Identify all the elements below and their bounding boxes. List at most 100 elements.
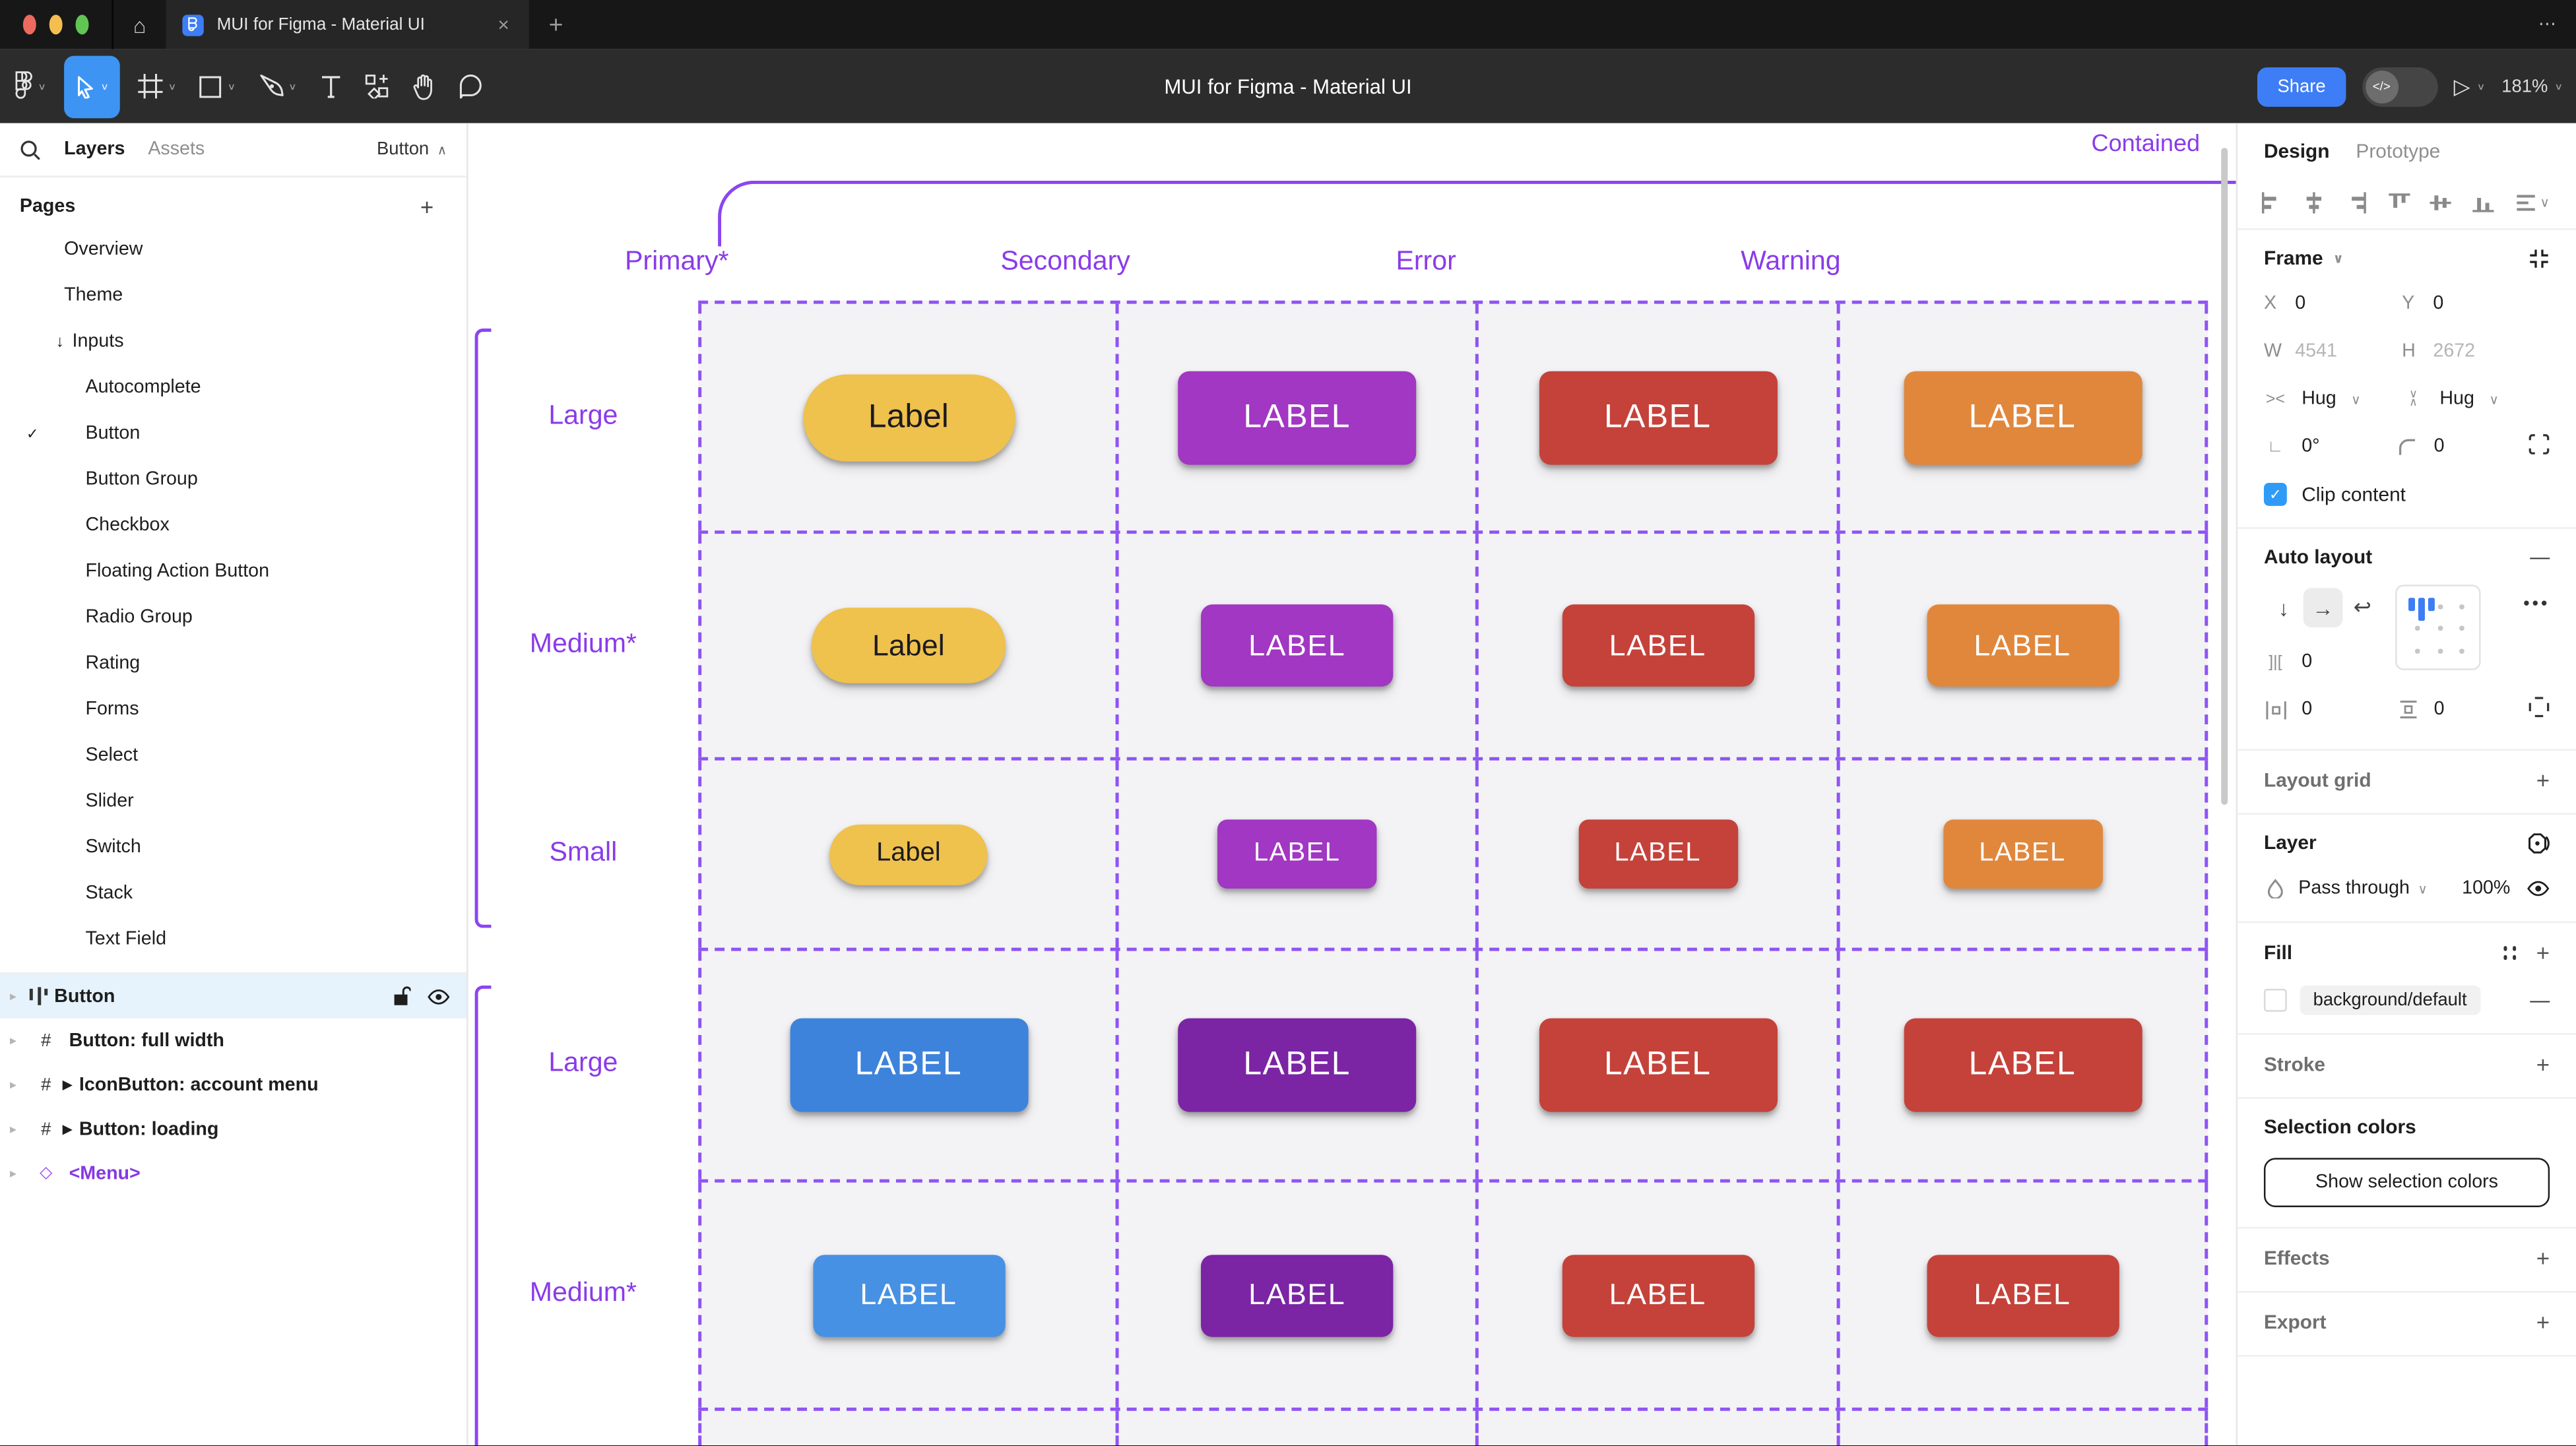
padding-vertical-input[interactable]: 0	[2434, 700, 2445, 720]
height-input[interactable]: 2672	[2433, 342, 2475, 362]
page-item[interactable]: Autocomplete	[0, 365, 467, 411]
layer-row[interactable]: ▸ ▶ Button: loading	[0, 1107, 467, 1151]
add-effect-button[interactable]: +	[2536, 1245, 2550, 1271]
close-window-button[interactable]	[23, 15, 36, 34]
distribute-menu[interactable]: ∨	[2515, 192, 2550, 213]
page-item[interactable]: ✓ Button	[0, 410, 467, 456]
fill-style-name[interactable]: background/default	[2300, 986, 2480, 1015]
canvas-button[interactable]: LABEL	[1201, 604, 1393, 686]
actions-tool-button[interactable]	[352, 55, 400, 117]
tab-prototype[interactable]: Prototype	[2356, 139, 2440, 162]
disclosure-icon[interactable]: ▸	[10, 1166, 30, 1181]
frame-section-title[interactable]: Frame	[2264, 246, 2323, 269]
new-tab-button[interactable]: +	[549, 11, 564, 38]
blend-mode-icon[interactable]	[2527, 832, 2550, 853]
corner-radius-input[interactable]: 0	[2434, 437, 2445, 456]
shrink-icon[interactable]	[2528, 247, 2550, 268]
page-item[interactable]: Forms	[0, 687, 467, 733]
canvas-button[interactable]: LABEL	[1562, 1254, 1754, 1336]
remove-auto-layout-button[interactable]: —	[2530, 546, 2550, 569]
canvas-button[interactable]: Label	[812, 608, 1006, 683]
tab-assets[interactable]: Assets	[148, 140, 205, 160]
rotation-input[interactable]: 0°	[2302, 437, 2319, 456]
hug-horizontal-select[interactable]: Hug	[2302, 389, 2336, 409]
canvas-button[interactable]: Label	[829, 824, 987, 885]
width-input[interactable]: 4541	[2295, 342, 2337, 362]
blend-mode-select[interactable]: Pass through	[2298, 879, 2410, 898]
canvas-button[interactable]: LABEL	[1178, 1019, 1416, 1112]
opacity-input[interactable]: 100%	[2462, 879, 2510, 898]
y-input[interactable]: 0	[2433, 294, 2443, 314]
page-item[interactable]: Stack	[0, 871, 467, 917]
zoom-window-button[interactable]	[76, 15, 89, 34]
layer-row[interactable]: ▸ ▶ IconButton: account menu	[0, 1063, 467, 1107]
canvas-button[interactable]: LABEL	[1539, 1019, 1777, 1112]
direction-vertical-button[interactable]: ↓	[2264, 588, 2303, 627]
layer-visibility-eye-icon[interactable]	[2527, 881, 2550, 897]
lock-open-icon[interactable]	[393, 986, 410, 1007]
canvas-button[interactable]: LABEL	[1926, 604, 2118, 686]
layer-row[interactable]: ▸ <Menu>	[0, 1151, 467, 1195]
home-tab[interactable]: ⌂	[112, 0, 166, 49]
fill-color-swatch[interactable]	[2264, 989, 2287, 1012]
canvas-button[interactable]: Label	[802, 373, 1014, 460]
add-stroke-button[interactable]: +	[2536, 1051, 2550, 1077]
direction-horizontal-button[interactable]: →	[2303, 588, 2343, 627]
independent-corners-icon[interactable]	[2528, 433, 2550, 455]
page-item[interactable]: Text Field	[0, 916, 467, 962]
page-item[interactable]: Theme	[0, 272, 467, 319]
padding-horizontal-input[interactable]: 0	[2302, 700, 2312, 720]
remove-fill-button[interactable]: —	[2530, 989, 2550, 1012]
search-icon[interactable]	[20, 139, 41, 160]
shape-tool-button[interactable]: ∨	[188, 55, 247, 117]
align-bottom-icon[interactable]	[2473, 192, 2494, 213]
canvas-button[interactable]: LABEL	[1903, 370, 2141, 464]
text-tool-button[interactable]	[308, 55, 352, 117]
window-overflow-icon[interactable]: ⋯	[2538, 13, 2560, 34]
page-item[interactable]: Switch	[0, 825, 467, 871]
disclosure-icon[interactable]: ▸	[10, 1077, 30, 1092]
disclosure-icon[interactable]: ▸	[10, 989, 30, 1003]
move-tool-button[interactable]: ∨	[64, 55, 120, 117]
add-export-button[interactable]: +	[2536, 1309, 2550, 1335]
individual-padding-icon[interactable]	[2528, 697, 2550, 718]
canvas-button[interactable]: LABEL	[1903, 1019, 2141, 1112]
pen-tool-button[interactable]: ∨	[247, 55, 308, 117]
canvas-button[interactable]: LABEL	[1943, 819, 2102, 889]
share-button[interactable]: Share	[2258, 67, 2346, 106]
canvas-button[interactable]: LABEL	[1217, 819, 1377, 889]
frame-title-label[interactable]: Contained	[2092, 131, 2236, 158]
close-tab-icon[interactable]: ×	[494, 13, 512, 36]
align-top-icon[interactable]	[2388, 192, 2409, 213]
canvas-scrollbar[interactable]	[2221, 148, 2228, 805]
zoom-menu[interactable]: 181% ∨	[2501, 77, 2563, 96]
page-item[interactable]: Select	[0, 732, 467, 778]
present-button[interactable]: ▷ ∨	[2454, 73, 2486, 100]
page-item[interactable]: Button Group	[0, 456, 467, 503]
canvas-button[interactable]: LABEL	[1539, 370, 1777, 464]
canvas-button[interactable]: LABEL	[1178, 370, 1416, 464]
styles-icon[interactable]	[2503, 946, 2517, 959]
x-input[interactable]: 0	[2295, 294, 2305, 314]
align-right-icon[interactable]	[2346, 192, 2367, 213]
clip-content-checkbox[interactable]: ✓	[2264, 483, 2287, 506]
canvas-button[interactable]: LABEL	[1926, 1254, 2118, 1336]
tab-design[interactable]: Design	[2264, 139, 2330, 162]
gap-input[interactable]: 0	[2302, 652, 2312, 672]
disclosure-icon[interactable]: ▸	[10, 1122, 30, 1137]
add-fill-button[interactable]: +	[2536, 939, 2550, 966]
canvas-button[interactable]: LABEL	[789, 1019, 1027, 1112]
canvas-button[interactable]: LABEL	[1562, 604, 1754, 686]
layer-row[interactable]: ▸ Button: full width	[0, 1019, 467, 1063]
comment-tool-button[interactable]	[446, 55, 494, 117]
show-selection-colors-button[interactable]: Show selection colors	[2264, 1158, 2550, 1207]
page-item[interactable]: Slider	[0, 778, 467, 825]
align-left-icon[interactable]	[2261, 192, 2282, 213]
page-item[interactable]: Overview	[0, 227, 467, 273]
page-item[interactable]: Checkbox	[0, 503, 467, 549]
file-tab[interactable]: MUI for Figma - Material UI ×	[166, 0, 529, 49]
hug-vertical-select[interactable]: Hug	[2439, 389, 2474, 409]
frame-tool-button[interactable]: ∨	[127, 55, 187, 117]
page-item[interactable]: Radio Group	[0, 594, 467, 641]
canvas-button[interactable]: LABEL	[812, 1254, 1004, 1336]
